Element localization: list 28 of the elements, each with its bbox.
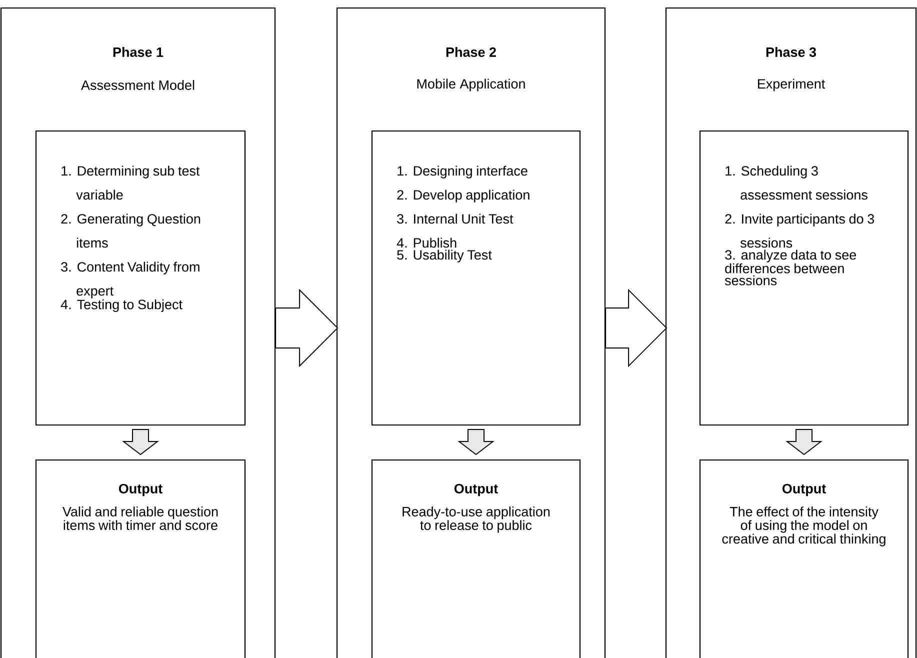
block-arrow bbox=[122, 429, 159, 456]
phase-subtitle: Mobile Application bbox=[417, 78, 525, 92]
output-heading: Output bbox=[118, 484, 162, 496]
output-text: The effect of the intensity of using the model on creative and critical thinking bbox=[722, 506, 886, 546]
step-item: 4. Publish bbox=[396, 238, 456, 248]
block-arrow bbox=[458, 429, 494, 456]
step-item: 5. Usability Test bbox=[397, 250, 492, 262]
output-text: Valid and reliable question items with timer and score bbox=[62, 506, 218, 530]
step-item: 1. Determining sub test variable bbox=[62, 166, 200, 200]
block-arrow bbox=[786, 429, 822, 456]
step-item: 1. Designing interface bbox=[398, 166, 528, 178]
step-item: 3. Internal Unit Test bbox=[397, 214, 514, 224]
phase-heading: Phase 3 bbox=[766, 47, 816, 57]
step-item: 3. analyze data to see differences between sessions bbox=[724, 250, 856, 286]
output-heading: Output bbox=[454, 484, 498, 496]
step-item: 2. Develop application bbox=[397, 190, 530, 202]
phase-heading: Phase 1 bbox=[113, 47, 164, 57]
output-text: Ready-to-use application to release to public bbox=[402, 506, 550, 533]
step-item: 2. Generating Question items bbox=[61, 214, 200, 248]
phase-subtitle: Assessment Model bbox=[81, 80, 194, 90]
block-arrow bbox=[605, 288, 668, 368]
phase-subtitle: Experiment bbox=[758, 78, 826, 92]
phase-heading: Phase 2 bbox=[446, 47, 496, 57]
step-item: 3. Content Validity from expert bbox=[61, 262, 200, 298]
block-arrow bbox=[275, 288, 338, 368]
step-item: 4. Testing to Subject bbox=[60, 299, 182, 312]
output-heading: Output bbox=[782, 484, 826, 496]
step-item: 1. Scheduling 3 assessment sessions bbox=[726, 166, 868, 200]
